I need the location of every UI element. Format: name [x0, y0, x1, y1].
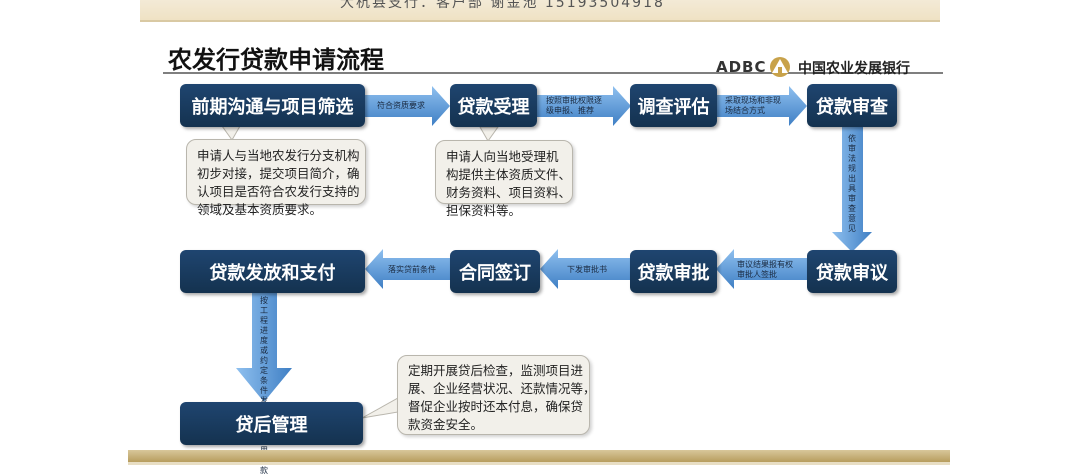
callout-line: 定期开展贷后检查，监测项目进	[408, 363, 584, 378]
arrow-label-2b: 级申报、推荐	[546, 106, 594, 115]
arrow-label-5b: 审批人签批	[737, 270, 777, 279]
callout-line: 款资金安全。	[408, 417, 484, 432]
callout-line: 认项目是否符合农发行支持的	[197, 184, 360, 199]
footer-bar	[128, 450, 950, 462]
arrow-s5-s6	[716, 249, 808, 289]
callout-acceptance: 申请人向当地受理机 构提供主体资质文件、 财务资料、项目资料、 担保资料等。	[435, 140, 573, 218]
step-loan-review: 贷款审查	[807, 84, 897, 127]
arrow-label-1: 符合资质要求	[377, 101, 425, 110]
callout-line: 展、企业经营状况、还款情况等，	[408, 381, 596, 396]
callout-line: 领域及基本资质要求。	[197, 202, 323, 217]
arrow-s8-s9	[236, 293, 292, 402]
callout-line: 担保资料等。	[446, 203, 522, 218]
callout-line: 构提供主体资质文件、	[446, 167, 572, 182]
page-title: 农发行贷款申请流程	[168, 46, 384, 74]
bank-emblem-icon	[770, 57, 790, 77]
logo-chinese: 中国农业发展银行	[798, 61, 910, 77]
arrow-s6-s7	[540, 249, 630, 289]
step-loan-acceptance: 贷款受理	[450, 84, 537, 127]
step-investigation: 调查评估	[630, 84, 717, 127]
arrow-label-3b: 场结合方式	[725, 106, 765, 115]
step-loan-approval: 贷款审批	[630, 250, 717, 293]
arrow-s3-s4	[717, 86, 807, 126]
callout-line: 财务资料、项目资料、	[446, 185, 572, 200]
arrow-label-6: 下发审批书	[567, 265, 607, 274]
arrow-label-4: 依审法规出具审查意见	[848, 134, 856, 233]
step-post-loan-management: 贷后管理	[180, 402, 363, 445]
callout-line: 初步对接，提交项目简介，确	[197, 166, 360, 181]
step-disbursement: 贷款发放和支付	[180, 250, 365, 293]
arrow-s2-s3	[537, 86, 631, 126]
arrow-label-8: 按工程进度或约定条件发放支付使用贷款	[260, 296, 268, 475]
arrow-label-5a: 审议结果报有权	[737, 260, 793, 269]
callout-pointer-3	[361, 397, 399, 419]
callout-preliminary: 申请人与当地农发行分支机构 初步对接，提交项目简介，确 认项目是否符合农发行支持…	[186, 139, 366, 217]
callout-line: 申请人与当地农发行分支机构	[197, 148, 360, 163]
callout-line: 申请人向当地受理机	[446, 149, 559, 164]
arrow-s1-s2	[365, 86, 450, 126]
header-contact-text: 大杭县支行：客户部 谢金池 15193504918	[340, 0, 665, 11]
callout-post-loan: 定期开展贷后检查，监测项目进 展、企业经营状况、还款情况等， 督促企业按时还本付…	[397, 355, 596, 435]
arrow-label-7: 落实贷前条件	[388, 265, 436, 274]
logo-english: ADBC	[716, 58, 767, 76]
step-preliminary-screening: 前期沟通与项目筛选	[180, 84, 365, 127]
callout-pointer-2	[479, 126, 499, 142]
arrow-label-2a: 按照审批权限逐	[546, 96, 602, 105]
title-divider	[163, 72, 943, 74]
arrow-s4-s5	[832, 126, 872, 252]
callout-line: 督促企业按时还本付息，确保贷	[408, 399, 584, 414]
arrow-label-3a: 采取现场和非现	[725, 96, 781, 105]
step-contract-signing: 合同签订	[450, 250, 540, 293]
arrow-s7-s8	[365, 249, 450, 289]
callout-pointer-1	[221, 125, 241, 141]
footer-shadow	[128, 462, 950, 465]
header-strip: 大杭县支行：客户部 谢金池 15193504918	[140, 0, 940, 22]
step-loan-deliberation: 贷款审议	[807, 250, 897, 293]
